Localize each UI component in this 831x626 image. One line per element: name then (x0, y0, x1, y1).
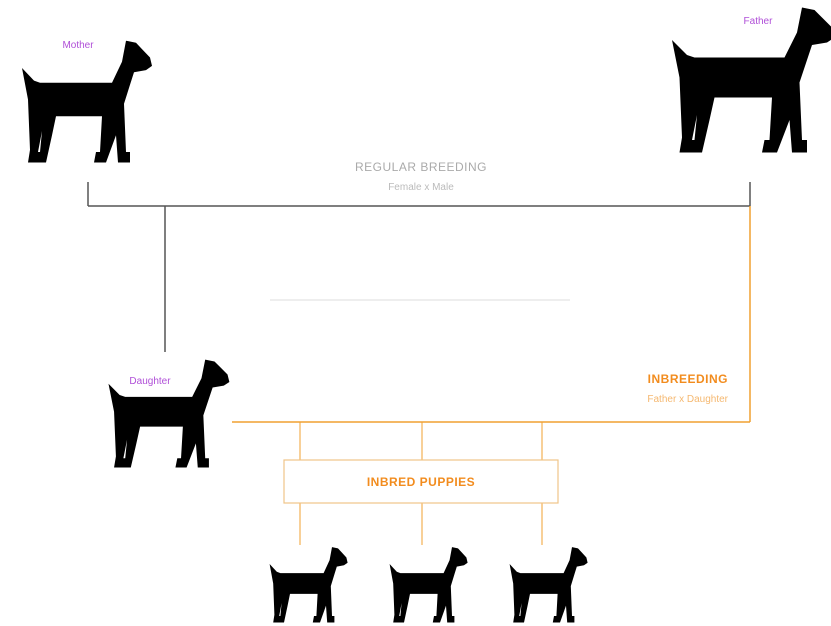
regular-breeding-subtitle: Female x Male (388, 182, 454, 193)
regular-breeding-lines (87, 182, 751, 352)
mother-dog: Mother (22, 40, 152, 163)
inbreeding-lines (232, 206, 751, 545)
puppy-icon (509, 547, 588, 623)
inbred-puppies-box (283, 459, 559, 504)
daughter-label: Daughter (129, 376, 171, 387)
inbred-puppies-label: INBRED PUPPIES (367, 475, 475, 489)
dog-icon (672, 7, 831, 153)
mother-label: Mother (62, 40, 94, 51)
inbreeding-subtitle: Father x Daughter (647, 394, 728, 405)
inbreeding-title: INBREEDING (648, 372, 728, 386)
puppies (269, 547, 588, 623)
dog-icon (22, 40, 152, 163)
father-label: Father (744, 16, 774, 27)
puppy-icon (389, 547, 468, 623)
father-dog: Father (672, 7, 831, 153)
regular-breeding-title: REGULAR BREEDING (355, 160, 487, 174)
daughter-dog: Daughter (108, 359, 230, 468)
puppy-icon (269, 547, 348, 623)
